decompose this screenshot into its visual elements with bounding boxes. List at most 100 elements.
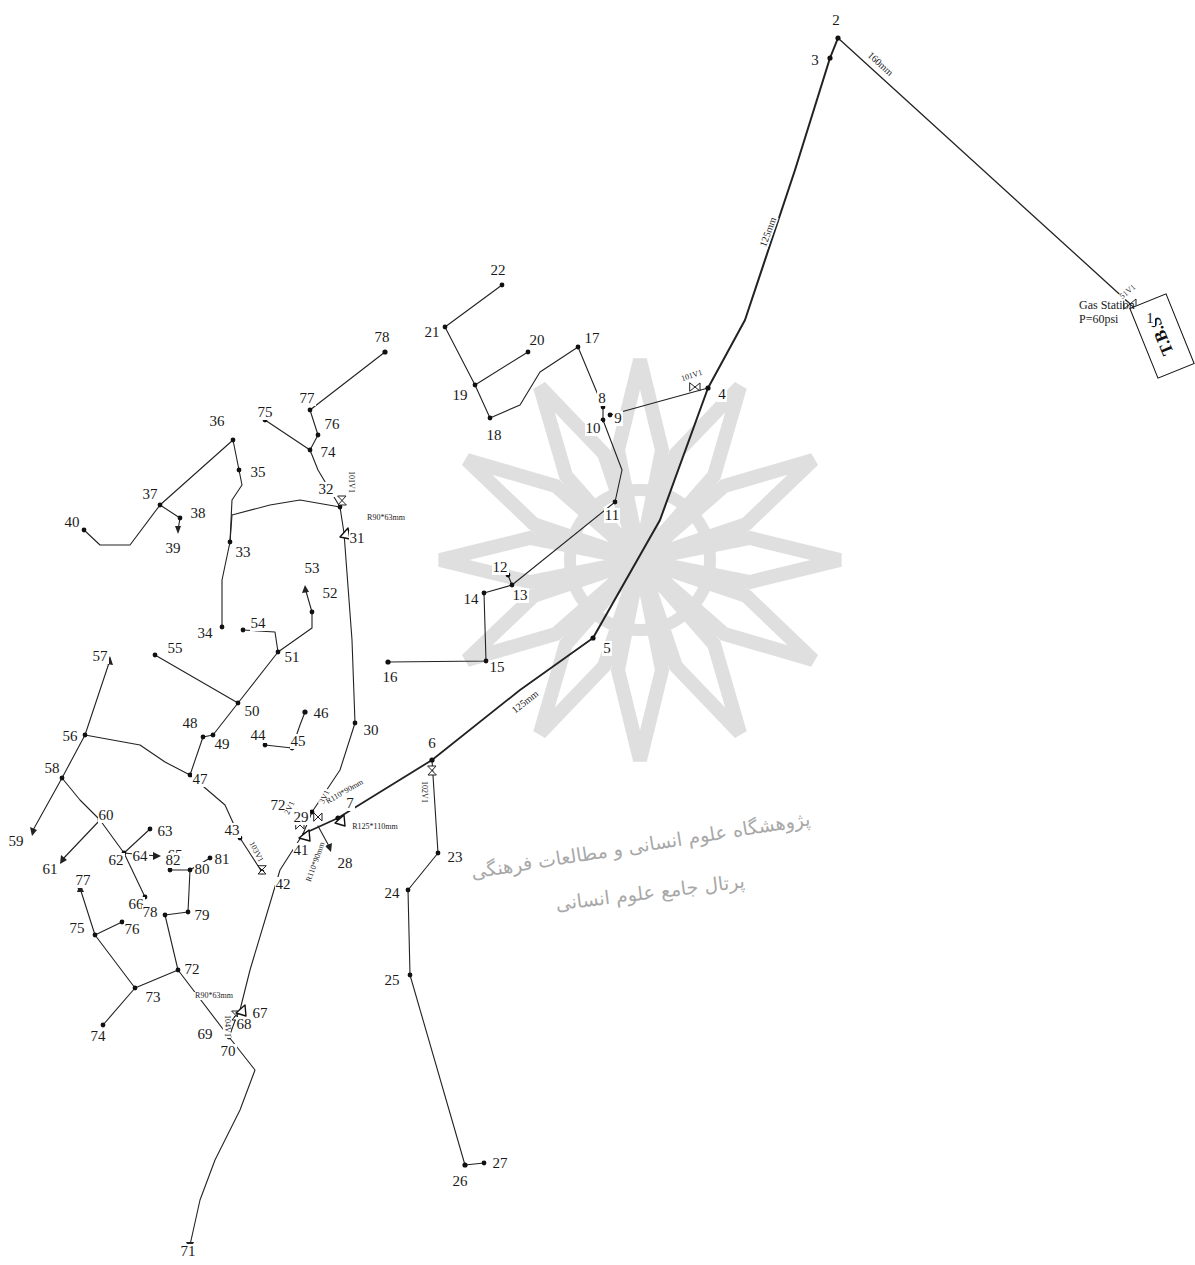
- callout-number: 75: [257, 405, 274, 420]
- pipe-160: [838, 38, 1150, 322]
- callout-number: 50: [244, 704, 261, 719]
- pipe-trunk: [303, 638, 593, 834]
- callout-number: 63: [157, 824, 174, 839]
- valve-label: 104V1: [223, 1014, 231, 1038]
- callout-number: 78: [142, 905, 159, 920]
- callout-number: 73: [145, 990, 162, 1005]
- callout-number: 14: [463, 592, 480, 607]
- callout-number: 56: [62, 729, 79, 744]
- callout-number: 42: [275, 877, 292, 892]
- callout-number: 78: [374, 330, 391, 345]
- callout-number: 27: [492, 1156, 509, 1171]
- callout-number: 79: [194, 908, 211, 923]
- callout-number: 11: [604, 508, 620, 523]
- watermark-text: پژوهشگاه علوم انسانی و مطالعات فرهنگی: [468, 809, 812, 882]
- callout-number: 69: [197, 1027, 214, 1042]
- callout-number: 13: [512, 588, 529, 603]
- valve-label: 101V1: [347, 470, 355, 494]
- callout-number: 24: [384, 886, 401, 901]
- pipe-branches: [32, 285, 708, 1245]
- reducer-label: R90*63mm: [194, 992, 234, 1000]
- callout-number: 61: [42, 862, 59, 877]
- callout-number: 17: [584, 331, 601, 346]
- pipe-diameter: 125mm: [509, 688, 541, 716]
- callout-number: 77: [299, 391, 316, 406]
- callout-number: 77: [75, 873, 92, 888]
- callout-number: 58: [44, 761, 61, 776]
- callout-number: 7: [345, 796, 355, 811]
- callout-number: 8: [597, 391, 607, 406]
- callout-number: 23: [447, 850, 464, 865]
- callout-number: 18: [486, 428, 503, 443]
- callout-number: 70: [220, 1044, 237, 1059]
- pipe-diameter: 160mm: [865, 49, 896, 78]
- callout-number: 60: [98, 808, 115, 823]
- callout-number: 39: [165, 541, 182, 556]
- callout-number: 9: [613, 411, 623, 426]
- callout-number: 15: [489, 660, 506, 675]
- reducer-label: R90*63mm: [366, 514, 406, 522]
- watermark-text: پرتال جامع علوم انسانی: [553, 871, 746, 913]
- callout-number: 1: [1145, 311, 1155, 326]
- reducer-label: R125*110mm: [351, 823, 398, 831]
- callout-number: 35: [250, 465, 267, 480]
- callout-number: 31: [349, 531, 366, 546]
- callout-number: 30: [363, 723, 380, 738]
- callout-number: 59: [8, 834, 25, 849]
- callout-number: 29: [293, 810, 310, 825]
- callout-number: 40: [64, 515, 81, 530]
- callout-number: 64: [132, 849, 149, 864]
- callout-number: 74: [90, 1029, 107, 1044]
- callout-number: 10: [585, 421, 602, 436]
- callout-number: 54: [250, 616, 267, 631]
- callout-number: 72: [184, 962, 201, 977]
- callout-number: 38: [190, 506, 207, 521]
- callout-number: 49: [214, 737, 231, 752]
- callout-number: 75: [69, 921, 86, 936]
- callout-number: 34: [197, 626, 214, 641]
- callout-number: 5: [602, 641, 612, 656]
- callout-number: 71: [180, 1244, 197, 1259]
- callout-number: 21: [424, 325, 441, 340]
- callout-number: 81: [214, 852, 231, 867]
- callout-number: 55: [167, 641, 184, 656]
- reducer-symbols: [236, 528, 350, 1016]
- callout-number: 51: [284, 650, 301, 665]
- callout-number: 6: [427, 736, 437, 751]
- callout-number: 22: [490, 263, 507, 278]
- callout-number: 44: [250, 728, 267, 743]
- valve-label: 102V1: [420, 780, 428, 804]
- callout-number: 3: [810, 53, 820, 68]
- station-box: T.B.S: [1129, 293, 1195, 378]
- callout-number: 12: [492, 560, 509, 575]
- callout-number: 68: [236, 1017, 253, 1032]
- junction-dots: [60, 35, 841, 1167]
- callout-number: 32: [318, 482, 335, 497]
- callout-number: 46: [313, 706, 330, 721]
- callout-number: 2: [831, 13, 841, 28]
- callout-number: 80: [194, 862, 211, 877]
- callout-number: 76: [324, 417, 341, 432]
- valve-symbols: [232, 299, 1136, 1020]
- callout-number: 19: [452, 388, 469, 403]
- callout-number: 43: [224, 823, 241, 838]
- callout-number: 16: [382, 670, 399, 685]
- callout-number: 67: [252, 1006, 269, 1021]
- callout-number: 41: [293, 843, 310, 858]
- callout-number: 62: [108, 853, 125, 868]
- callout-number: 47: [192, 772, 209, 787]
- callout-number: 25: [384, 973, 401, 988]
- callout-number: 74: [320, 445, 337, 460]
- callout-number: 45: [290, 734, 307, 749]
- callout-number: 52: [322, 586, 339, 601]
- callout-number: 82: [165, 853, 182, 868]
- callout-number: 26: [452, 1174, 469, 1189]
- callout-number: 4: [717, 387, 727, 402]
- callout-number: 36: [209, 414, 226, 429]
- callout-number: 37: [142, 487, 159, 502]
- callout-number: 76: [124, 922, 141, 937]
- callout-number: 20: [529, 333, 546, 348]
